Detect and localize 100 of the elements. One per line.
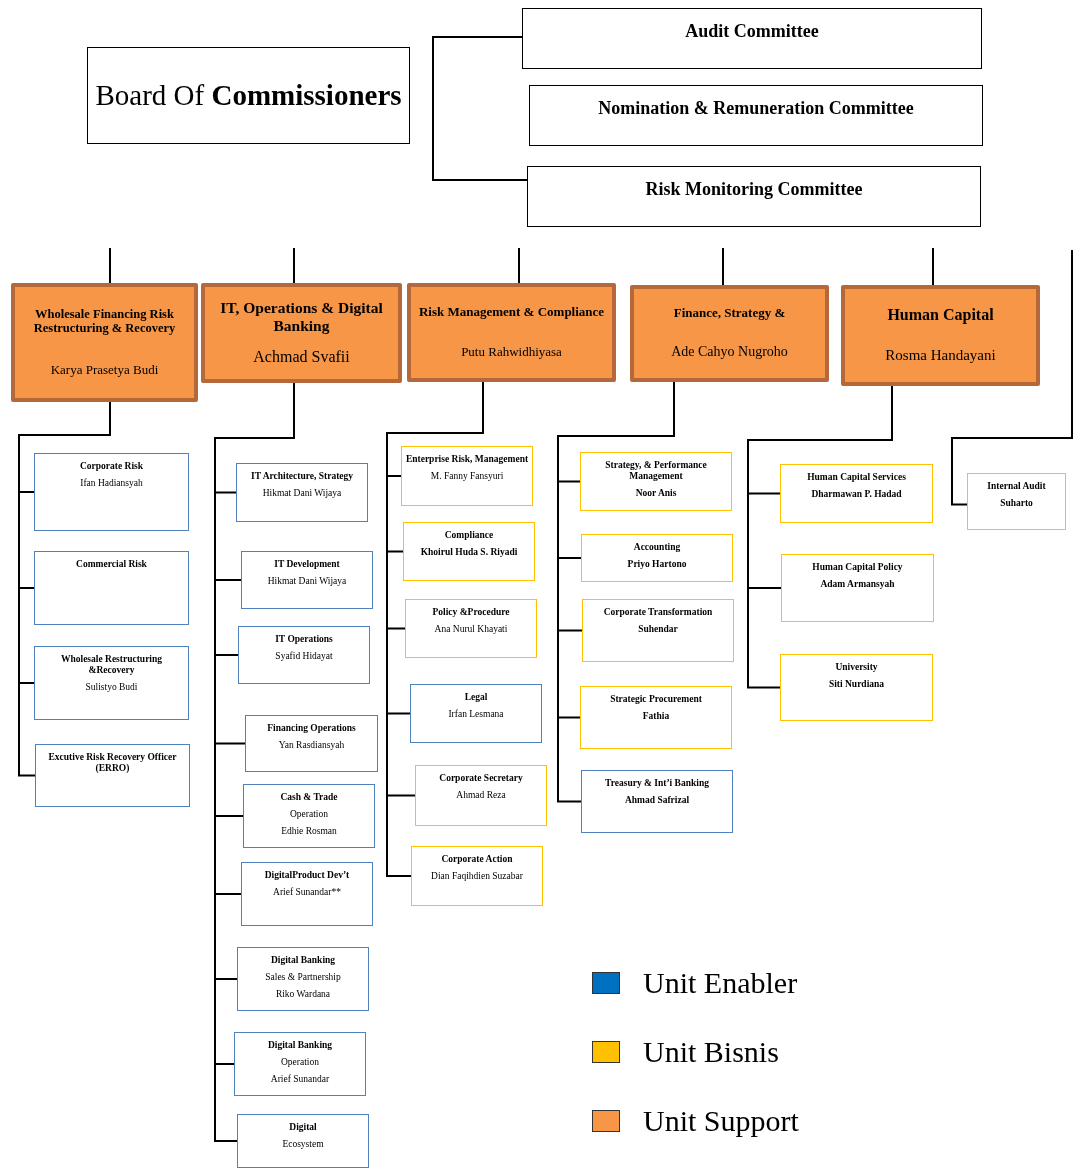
board-box <box>87 47 410 144</box>
unit-detail: Arief Sunandar <box>270 1073 330 1085</box>
unit-detail: Ana Nurul Khayati <box>434 623 508 635</box>
director-box <box>630 285 829 382</box>
director-box <box>407 283 616 382</box>
unit-title: Digital <box>289 1122 317 1133</box>
unit-title: DigitalProduct Dev’t <box>264 870 350 881</box>
unit-detail: Hikmat Dani Wijaya <box>262 487 342 499</box>
unit-detail: Putu Rahwidhiyasa <box>461 344 562 360</box>
unit-box <box>780 464 933 523</box>
unit-title: IT Operations <box>275 634 333 645</box>
unit-detail: Dian Faqihdien Suzabar <box>431 870 523 882</box>
unit-title: Digital Banking <box>270 955 336 966</box>
unit-title: Human Capital Policy <box>812 562 903 573</box>
unit-box <box>241 551 373 609</box>
unit-title: Financing Operations <box>267 723 356 734</box>
committee-box <box>522 8 982 69</box>
connector-line <box>432 36 528 181</box>
unit-box <box>243 784 375 848</box>
committee-box <box>527 166 981 227</box>
unit-title: Commercial Risk <box>76 559 147 570</box>
unit-box <box>403 522 535 581</box>
unit-title: Wholesale Financing Risk Restructuring & Recovery <box>32 306 177 336</box>
unit-title: IT Development <box>274 559 340 570</box>
unit-detail: M. Fanny Fansyuri <box>430 470 504 482</box>
unit-detail: Ahmad Reza <box>456 789 506 801</box>
unit-detail: Suharto <box>1000 497 1033 509</box>
unit-title: Board Of Commissioners <box>95 78 402 113</box>
director-box <box>11 283 198 402</box>
legend-label: Unit Enabler <box>643 966 798 1000</box>
unit-detail: Operation <box>281 1056 319 1068</box>
legend-label: Unit Bisnis <box>643 1035 779 1069</box>
unit-box <box>34 551 189 625</box>
unit-title: Treasury & Int’i Banking <box>605 778 709 789</box>
unit-box <box>580 452 732 511</box>
unit-box <box>582 599 734 662</box>
unit-detail: Irfan Lesmana <box>448 708 504 720</box>
unit-box <box>580 686 732 749</box>
unit-detail: Yan Rasdiansyah <box>278 739 345 751</box>
unit-detail: Hikmat Dani Wijaya <box>267 575 347 587</box>
unit-title: University <box>835 662 878 673</box>
unit-title: Human Capital <box>887 306 994 325</box>
director-box <box>201 283 402 383</box>
unit-box <box>780 654 933 721</box>
unit-box <box>35 744 190 807</box>
unit-detail: Suhendar <box>638 623 678 635</box>
unit-box <box>236 463 368 522</box>
unit-box <box>241 862 373 926</box>
unit-detail: Karya Prasetya Budi <box>50 363 159 379</box>
unit-title: Digital Banking <box>267 1040 333 1051</box>
unit-detail: Fathia <box>642 710 670 722</box>
unit-detail: Siti Nurdiana <box>828 678 885 690</box>
unit-box <box>581 770 733 833</box>
unit-title: Enterprise Risk, Management <box>405 454 529 465</box>
unit-title: IT, Operations & Digital Banking <box>219 299 384 336</box>
connector-line <box>109 247 111 284</box>
unit-detail: Ade Cahyo Nugroho <box>671 344 788 361</box>
unit-box <box>781 554 934 622</box>
unit-box <box>581 534 733 582</box>
unit-title: Legal <box>464 692 488 703</box>
unit-title: Policy &Procedure <box>432 607 510 618</box>
unit-detail: Priyo Hartono <box>627 558 687 570</box>
unit-detail: Noor Anis <box>635 487 677 499</box>
unit-detail: Syafid Hidayat <box>275 650 333 662</box>
unit-box <box>237 947 369 1011</box>
unit-title: Audit Committee <box>685 21 819 42</box>
unit-box <box>401 446 533 506</box>
unit-title: Strategic Procurement <box>610 694 702 705</box>
connector-line <box>951 249 1073 506</box>
unit-title: Finance, Strategy & <box>673 306 786 322</box>
unit-title: IT Architecture, Strategy <box>250 471 354 482</box>
unit-box <box>411 846 543 906</box>
unit-box <box>34 646 189 720</box>
unit-detail: Riko Wardana <box>275 988 331 1000</box>
unit-detail: Adam Armansyah <box>820 578 895 590</box>
unit-detail: Arief Sunandar** <box>273 886 341 898</box>
unit-detail: Sales & Partnership <box>265 971 341 983</box>
unit-title: Human Capital Services <box>807 472 906 483</box>
unit-title: Corporate Action <box>441 854 513 865</box>
unit-detail: Sulistyo Budi <box>85 681 138 693</box>
unit-detail: Rosma Handayani <box>885 347 996 365</box>
unit-title: Nomination & Remuneration Committee <box>598 98 914 119</box>
unit-title: Risk Monitoring Committee <box>645 179 863 200</box>
unit-detail: Ahmad Safrizal <box>624 794 690 806</box>
unit-box <box>967 473 1066 530</box>
unit-detail: Ecosystem <box>282 1138 324 1150</box>
unit-title: Cash & Trade <box>280 792 338 803</box>
unit-detail: Achmad Svafii <box>253 348 350 367</box>
unit-title: Strategy, & Performance Management <box>604 460 708 482</box>
unit-title: Compliance <box>444 530 494 541</box>
unit-box <box>245 715 378 772</box>
unit-title: Risk Management & Compliance <box>418 305 605 321</box>
unit-title: Accounting <box>633 542 681 553</box>
unit-title: Internal Audit <box>987 481 1046 492</box>
unit-box <box>34 453 189 531</box>
connector-line <box>722 247 724 286</box>
unit-detail: Ifan Hadiansyah <box>80 477 143 489</box>
director-box <box>841 285 1040 386</box>
unit-box <box>234 1032 366 1096</box>
unit-title: Corporate Transformation <box>603 607 713 618</box>
